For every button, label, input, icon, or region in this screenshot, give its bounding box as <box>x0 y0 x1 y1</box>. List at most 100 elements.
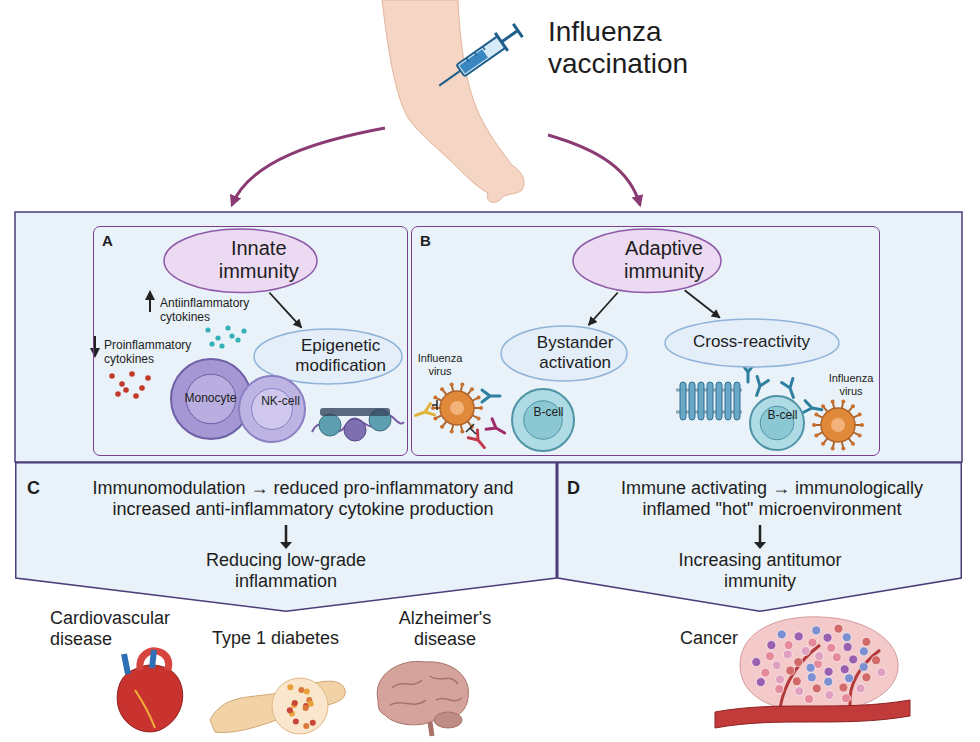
antibody-symbols <box>414 404 435 421</box>
tumor-cells <box>824 667 833 676</box>
proinflammatory-dots <box>133 393 139 399</box>
influenza-virus <box>431 383 864 451</box>
tumor-cells <box>849 655 858 664</box>
connector-arrow <box>269 293 301 328</box>
brain-illustration <box>434 712 462 728</box>
tumor-cells <box>812 684 821 693</box>
panel-text: Immune activating → immunologically infl… <box>589 478 955 520</box>
tumor-cells <box>825 691 834 700</box>
influenza-virus <box>821 408 855 442</box>
chevron-shape <box>16 463 557 612</box>
heart-illustration <box>117 650 183 732</box>
nucleosome-dna <box>344 419 366 441</box>
node-label: B-cell <box>767 408 797 422</box>
nk-cell: NK-cell <box>238 375 306 443</box>
tumor-cells <box>795 687 804 696</box>
inhibition-marks <box>436 400 438 410</box>
proinflammatory-dots <box>115 391 121 397</box>
brain-illustration <box>390 676 462 705</box>
syringe-icon <box>433 21 524 94</box>
syringe-icon <box>501 30 517 41</box>
antiinflammatory-dots <box>241 328 246 333</box>
panel-letter: B <box>420 232 431 250</box>
antibody-symbols <box>486 419 508 438</box>
connector-arrow <box>589 292 618 325</box>
influenza-virus <box>841 400 845 404</box>
tumor-illustration <box>740 617 898 712</box>
tumor-cells <box>877 668 886 677</box>
node-label: Adaptive immunity <box>606 237 721 284</box>
influenza-virus <box>831 418 845 432</box>
antiinflammatory-dots <box>209 341 214 346</box>
antiinflammatory-dots <box>215 335 220 340</box>
influenza-virus <box>431 406 435 410</box>
proinflammatory-dots <box>109 371 151 399</box>
antibody-symbols <box>751 376 768 397</box>
influenza-virus <box>812 400 864 451</box>
influenza-virus <box>858 433 862 437</box>
islet-cells <box>287 707 293 713</box>
tumor-cells <box>775 685 784 694</box>
islet-cells <box>292 700 298 706</box>
b-cell-outline <box>748 395 806 451</box>
flow-arrow-head <box>280 542 292 549</box>
syringe-icon <box>483 47 485 50</box>
b-cell: B-cell <box>748 395 806 451</box>
tumor-cells <box>824 677 833 686</box>
antibody-symbols <box>414 364 823 452</box>
proinflammatory-dots <box>139 385 145 391</box>
arm-illustration <box>382 0 524 202</box>
antibody-symbols <box>482 390 500 402</box>
antibody-symbols <box>468 430 489 452</box>
tumor-cells <box>842 633 851 642</box>
influenza-virus <box>831 400 835 404</box>
nucleosome-dna <box>312 408 404 441</box>
influenza-virus <box>460 383 464 387</box>
antiinflammatory-dots <box>205 327 210 332</box>
nucleosome-dna <box>320 408 390 416</box>
blood-vessel <box>715 700 910 728</box>
influenza-virus <box>858 413 862 417</box>
syringe-icon <box>475 52 477 55</box>
tumor-cells <box>839 683 848 692</box>
islet-cells <box>310 720 316 726</box>
ellipse-shape <box>573 229 721 293</box>
tumor-cells <box>806 663 815 672</box>
tumor-cells <box>859 647 868 656</box>
tumor-cells <box>872 656 881 665</box>
heading-ellipse: Innate immunity <box>163 228 318 294</box>
proinflammatory-dots <box>145 375 151 381</box>
tumor-cells <box>775 675 784 684</box>
flow-arrow <box>548 135 640 205</box>
proinflammatory-dots <box>109 373 115 379</box>
tumor-cells <box>812 626 821 635</box>
heading-ellipse: Adaptive immunity <box>572 228 722 294</box>
tumor-cells <box>783 650 792 659</box>
tumor-cells <box>767 641 776 650</box>
syringe-icon <box>513 24 522 37</box>
influenza-virus <box>460 429 464 433</box>
tumor-cells <box>842 694 851 703</box>
tumor-cells <box>862 637 871 646</box>
syringe-icon <box>439 71 460 86</box>
brain-illustration <box>430 722 432 736</box>
disease-label: Alzheimer's disease <box>380 608 510 650</box>
b-cell-outline <box>510 388 576 452</box>
outcome-panel: CImmunomodulation → reduced pro-inflamma… <box>15 462 557 612</box>
flow-arrow <box>232 128 385 205</box>
ellipse-shape <box>501 326 627 381</box>
receptor-symbol <box>676 382 742 420</box>
tumor-cells <box>862 673 871 682</box>
influenza-virus <box>831 446 835 450</box>
node-label: Cross-reactivity <box>693 332 810 352</box>
islet-cells <box>293 718 299 724</box>
influenza-virus <box>440 387 444 391</box>
panel-text: Immunomodulation → reduced pro-inflammat… <box>53 478 553 520</box>
antiinflammatory-dots <box>225 325 230 330</box>
annotation-label: Proinflammatory cytokines <box>104 338 200 366</box>
influenza-virus <box>860 423 864 427</box>
islet-cells <box>287 684 316 729</box>
